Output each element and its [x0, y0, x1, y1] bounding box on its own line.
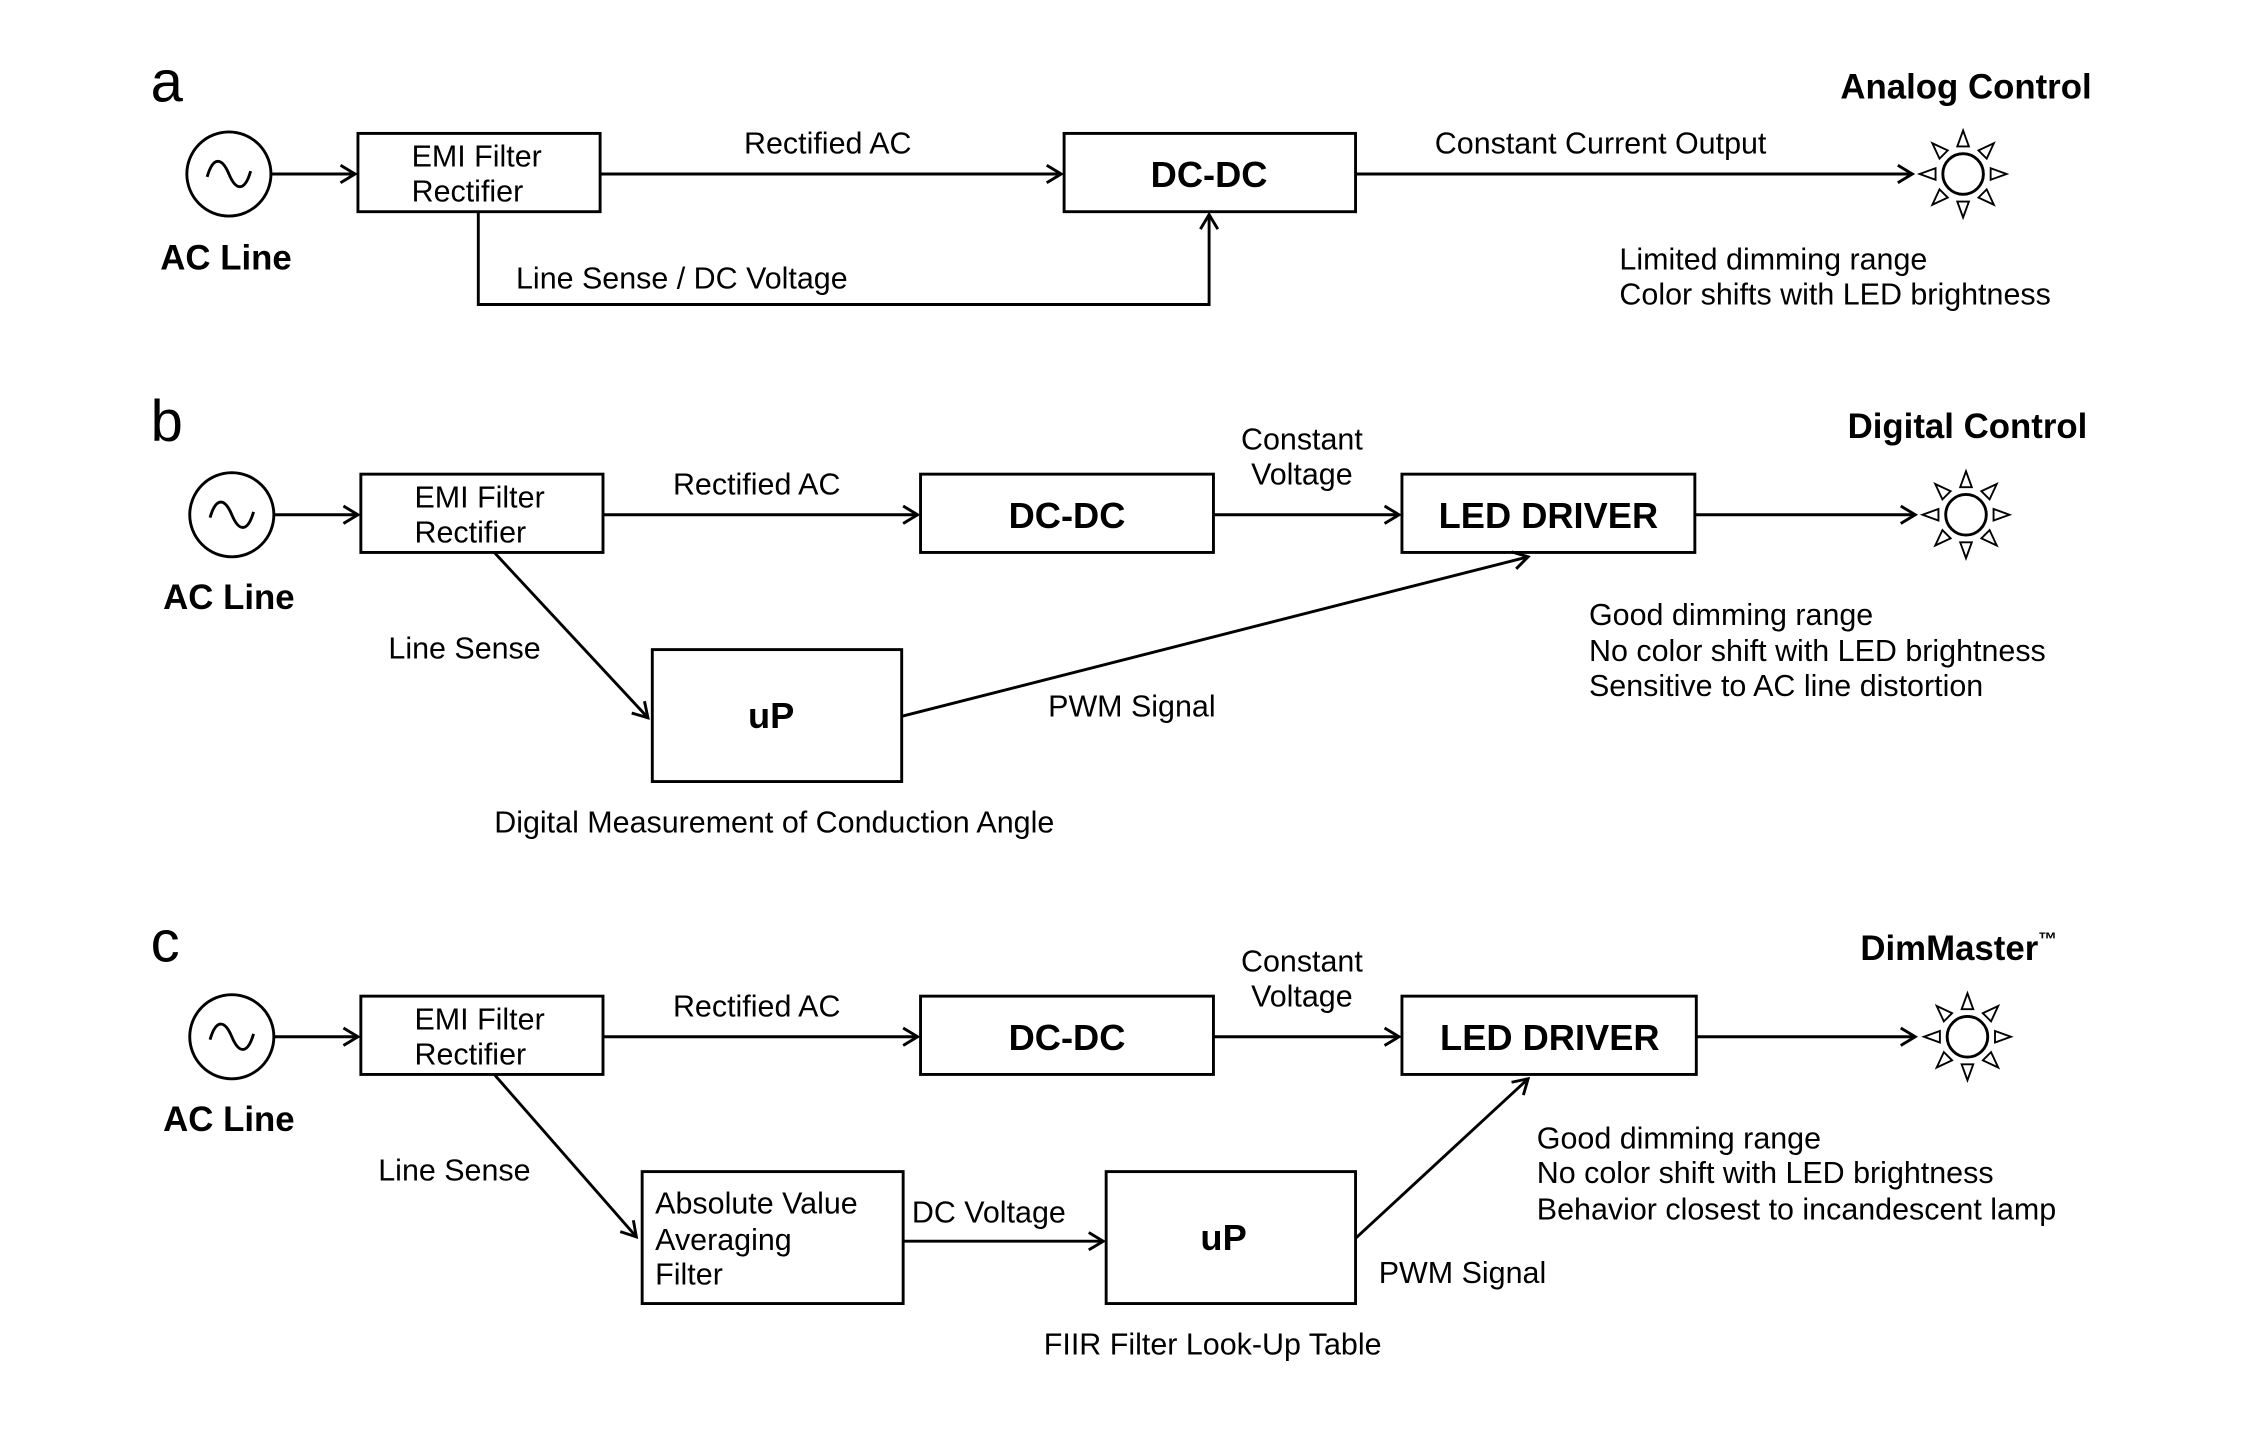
caption: Digital Measurement of Conduction Angle	[494, 805, 1054, 839]
signal-label: Line Sense	[378, 1153, 530, 1187]
sine-wave-icon	[208, 1022, 255, 1051]
arrow-line-sense	[493, 551, 650, 720]
averaging-filter-block	[640, 1170, 905, 1305]
panel-letter: b	[151, 389, 183, 454]
ac-line-label: AC Line	[163, 578, 294, 617]
ac-line-label: AC Line	[160, 239, 291, 278]
led-lamp-icon	[1918, 129, 2009, 219]
signal-label: PWM Signal	[1379, 1256, 1546, 1290]
note-line: Sensitive to AC line distortion	[1589, 669, 1983, 703]
panel-title: Analog Control	[1840, 68, 2091, 107]
signal-label: Constant	[1241, 945, 1363, 979]
arrow-feedback	[476, 211, 1220, 306]
panel-letter: a	[151, 49, 184, 114]
led-lamp-icon	[1922, 991, 2013, 1082]
panel-b: b Digital Control AC Line EMI Filter Rec…	[151, 389, 2088, 840]
signal-label: Voltage	[1251, 979, 1353, 1013]
block-label: DC-DC	[1151, 154, 1268, 195]
panel-title-text: DimMaster	[1860, 929, 2038, 968]
note-line: Behavior closest to incandescent lamp	[1537, 1192, 2056, 1226]
signal-label: Rectified AC	[673, 989, 840, 1023]
note-line: Color shifts with LED brightness	[1619, 278, 2050, 312]
signal-label: PWM Signal	[1048, 689, 1215, 723]
note-line: No color shift with LED brightness	[1589, 634, 2046, 668]
block-label-line: Averaging	[655, 1223, 792, 1257]
signal-label: Rectified AC	[673, 467, 840, 501]
signal-label: DC Voltage	[912, 1195, 1066, 1229]
panel-c: c DimMaster™ AC Line EMI Filter Rectifie…	[151, 909, 2058, 1361]
block-label-line: Absolute Value	[655, 1187, 858, 1221]
emi-filter-rectifier-block	[359, 472, 605, 554]
signal-label: Voltage	[1251, 457, 1353, 491]
trademark-mark: ™	[2038, 928, 2057, 949]
block-label: DC-DC	[1009, 495, 1126, 536]
note-line: No color shift with LED brightness	[1537, 1156, 1994, 1190]
ac-source: AC Line	[163, 993, 295, 1139]
ac-line-label: AC Line	[163, 1100, 294, 1139]
block-label-line: Rectifier	[414, 1037, 526, 1071]
panel-letter: c	[151, 909, 180, 974]
arrow-pwm-signal	[901, 550, 1531, 718]
note-line: Limited dimming range	[1619, 243, 1927, 277]
microprocessor-block	[650, 648, 904, 783]
note-line: Good dimming range	[1589, 598, 1873, 632]
block-label-line: Filter	[655, 1258, 723, 1292]
panel-a: a Analog Control AC Line EMI Filter Rect…	[151, 49, 2092, 311]
block-label-line: EMI Filter	[414, 481, 544, 515]
block-label-line: Rectifier	[414, 515, 526, 549]
panel-title: DimMaster™	[1860, 928, 2057, 968]
sine-wave-icon	[205, 159, 253, 189]
signal-label: Constant Current Output	[1435, 127, 1767, 161]
signal-label: Constant	[1241, 423, 1363, 457]
block-label-line: Rectifier	[412, 175, 524, 209]
led-driver-block	[1400, 472, 1697, 554]
signal-label: Rectified AC	[744, 127, 911, 161]
block-label-line: EMI Filter	[414, 1002, 544, 1036]
led-lamp-icon	[1921, 469, 2011, 560]
block-label: LED DRIVER	[1439, 495, 1659, 536]
block-label: uP	[748, 695, 794, 736]
note-line: Good dimming range	[1537, 1121, 1821, 1155]
emi-filter-rectifier-block	[356, 131, 602, 214]
ac-source: AC Line	[160, 130, 292, 278]
dc-dc-block	[919, 472, 1215, 554]
emi-filter-rectifier-block	[359, 994, 605, 1076]
block-label: LED DRIVER	[1440, 1017, 1660, 1058]
arrow-line-sense	[493, 1073, 639, 1239]
panel-title: Digital Control	[1848, 407, 2088, 446]
block-label: DC-DC	[1009, 1017, 1126, 1058]
caption: FIIR Filter Look-Up Table	[1044, 1327, 1382, 1361]
block-label: uP	[1200, 1217, 1246, 1258]
ac-source: AC Line	[163, 471, 295, 617]
arrow-pwm-signal	[1354, 1076, 1531, 1240]
block-label-line: EMI Filter	[412, 140, 542, 174]
dc-dc-block	[919, 994, 1215, 1076]
microprocessor-block	[1104, 1170, 1357, 1305]
sine-wave-icon	[208, 500, 255, 529]
signal-label: Line Sense	[388, 631, 540, 665]
signal-label: Line Sense / DC Voltage	[516, 262, 848, 296]
